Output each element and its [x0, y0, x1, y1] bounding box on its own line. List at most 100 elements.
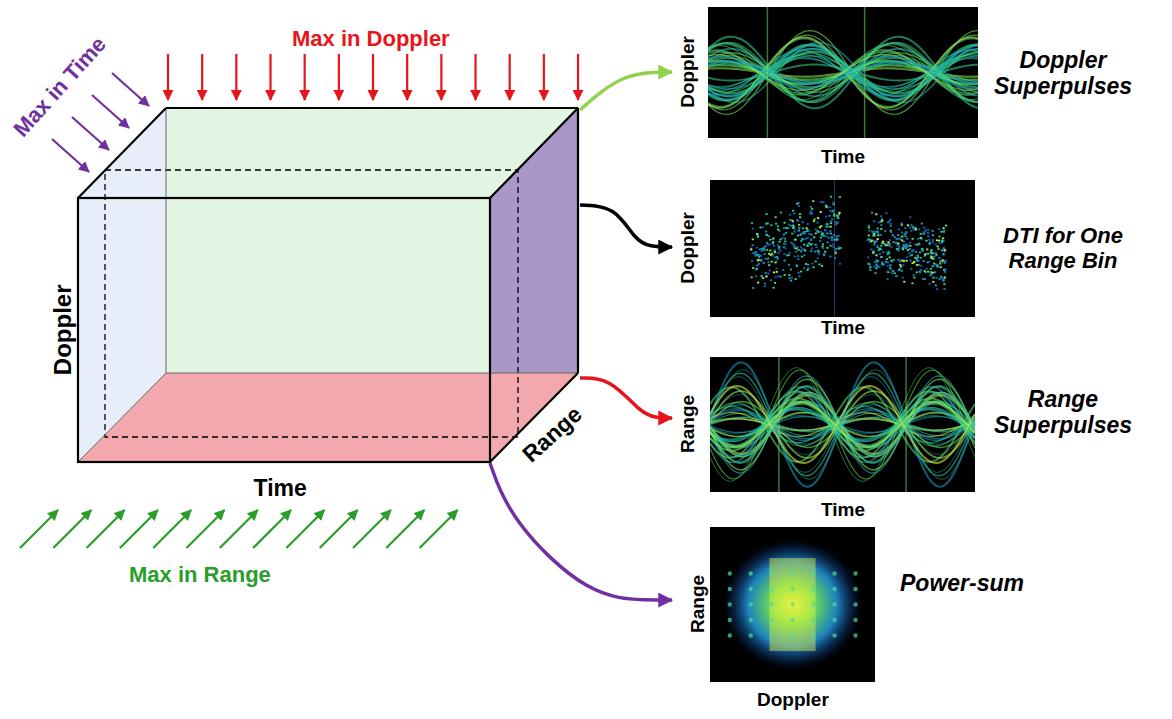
dti-return — [875, 213, 877, 215]
dti-return — [820, 231, 822, 233]
dti-return — [764, 258, 766, 260]
dti-return — [807, 245, 809, 247]
dti-return — [942, 254, 944, 256]
dti-return — [942, 279, 944, 281]
dti-return — [775, 268, 777, 270]
dti-return — [919, 271, 921, 273]
dti-return — [890, 259, 892, 261]
dti-return — [813, 236, 815, 238]
dti-return — [909, 245, 911, 247]
dti-return — [874, 272, 876, 274]
dti-return — [917, 238, 919, 240]
dti-return — [943, 288, 945, 290]
dti-return — [783, 260, 785, 262]
dti-return — [912, 226, 914, 228]
dti-return — [803, 244, 805, 246]
dti-return — [827, 233, 829, 235]
dti-return — [944, 276, 946, 278]
dti-return — [887, 253, 889, 255]
dti-return — [822, 247, 824, 249]
dti-return — [877, 260, 879, 262]
dti-return — [824, 229, 826, 231]
dti-return — [766, 234, 768, 236]
dti-return — [884, 230, 886, 232]
dti-return — [796, 264, 798, 266]
dti-return — [767, 244, 769, 246]
power-spot — [790, 618, 794, 622]
dti-return — [916, 260, 918, 262]
dti-return — [757, 254, 759, 256]
dti-return — [906, 238, 908, 240]
dti-return — [925, 229, 927, 231]
dti-return — [890, 268, 892, 270]
dti-return — [764, 283, 766, 285]
dti-return — [775, 223, 777, 225]
max-arrow — [509, 54, 511, 100]
dti-return — [791, 220, 793, 222]
dti-return — [895, 242, 897, 244]
dti-return — [887, 262, 889, 264]
dti-return — [824, 251, 826, 253]
dti-return — [932, 239, 934, 241]
dti-return — [888, 245, 890, 247]
dti-return — [875, 254, 877, 256]
dti-return — [778, 241, 780, 243]
dti-return — [756, 247, 758, 249]
dti-return — [925, 240, 927, 242]
dti-return — [895, 275, 897, 277]
range-bin-slice — [105, 170, 518, 437]
dti-return — [881, 256, 883, 258]
dti-return — [944, 277, 946, 279]
dti-return — [792, 210, 794, 212]
dti-return — [920, 238, 922, 240]
dti-return — [762, 226, 764, 228]
dti-return — [777, 228, 779, 230]
dti-return — [943, 269, 945, 271]
data-cube: DopplerTimeRange — [40, 106, 580, 463]
dti-return — [755, 269, 757, 271]
dti-return — [907, 245, 909, 247]
max-arrow — [286, 510, 324, 548]
dti-return — [820, 201, 822, 203]
data-cube — [78, 108, 578, 462]
dti-return — [901, 224, 903, 226]
dti-return — [788, 264, 790, 266]
dti-return — [908, 227, 910, 229]
dti-return — [880, 224, 882, 226]
axis-label: Range — [687, 575, 709, 633]
dti-return — [817, 217, 819, 219]
dti-return — [917, 260, 919, 262]
superpulse-trace — [708, 37, 978, 108]
dti-return — [915, 251, 917, 253]
dti-return — [924, 278, 926, 280]
dti-return — [778, 246, 780, 248]
dti-return — [784, 243, 786, 245]
power-spot — [749, 618, 753, 622]
cube-edge — [490, 108, 578, 198]
power-core — [769, 558, 815, 651]
dti-return — [870, 248, 872, 250]
power-spot — [853, 633, 857, 637]
heatmap-image — [710, 357, 975, 492]
dti-return — [757, 260, 759, 262]
dti-return — [769, 269, 771, 271]
heatmap-image — [710, 180, 975, 317]
superpulse-trace — [708, 35, 978, 110]
dti-return — [796, 265, 798, 267]
dti-return — [769, 239, 771, 241]
dti-return — [890, 231, 892, 233]
connector-arrow — [580, 205, 672, 247]
dti-return — [819, 240, 821, 242]
dti-return — [822, 243, 824, 245]
dti-return — [875, 254, 877, 256]
dti-return — [935, 252, 937, 254]
dti-return — [810, 210, 812, 212]
axis-label: Doppler — [757, 689, 829, 711]
dti-return — [765, 213, 767, 215]
dti-return — [825, 206, 827, 208]
dti-return — [924, 253, 926, 255]
dti-return — [943, 260, 945, 262]
dti-return — [788, 274, 790, 276]
dti-return — [815, 229, 817, 231]
